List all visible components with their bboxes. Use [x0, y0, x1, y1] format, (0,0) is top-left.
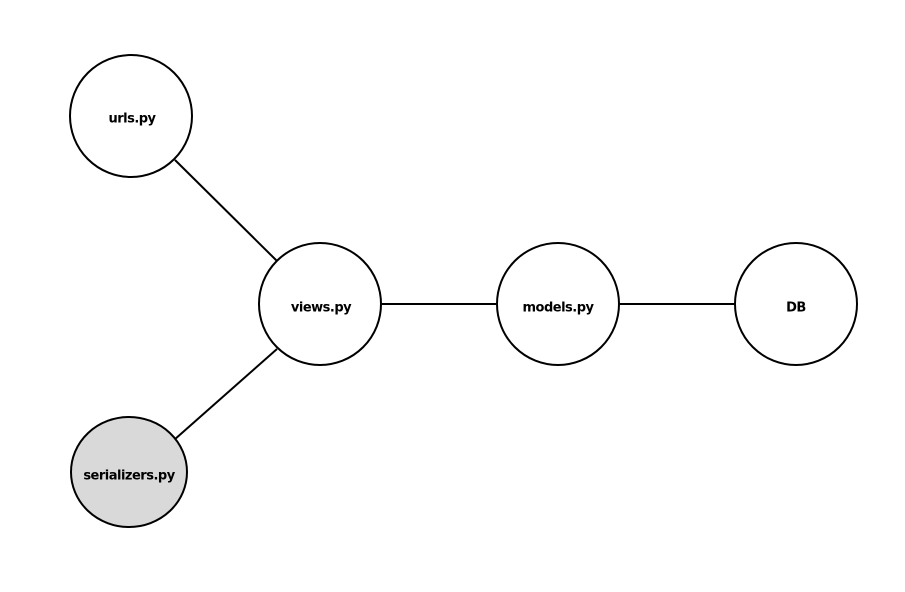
- node-db: DB: [734, 242, 858, 366]
- node-models: models.py: [496, 242, 620, 366]
- node-urls-label: urls.py: [108, 112, 156, 127]
- node-serializers-label: serializers.py: [83, 469, 175, 484]
- node-models-circle: [496, 242, 620, 366]
- edge-urls-views: [174, 159, 278, 262]
- edges-layer: [173, 159, 734, 441]
- node-urls-circle: [69, 54, 193, 178]
- node-serializers-ellipse: [70, 416, 188, 528]
- node-db-circle: [734, 242, 858, 366]
- node-serializers: serializers.py: [70, 416, 188, 528]
- edge-views-serializers: [173, 348, 278, 441]
- node-db-label: DB: [786, 301, 806, 316]
- nodes-layer: urls.py views.py models.py DB serializer…: [69, 54, 858, 528]
- node-views-label: views.py: [291, 301, 352, 316]
- node-views: views.py: [258, 242, 382, 366]
- node-views-circle: [258, 242, 382, 366]
- node-urls: urls.py: [69, 54, 193, 178]
- node-models-label: models.py: [522, 301, 594, 316]
